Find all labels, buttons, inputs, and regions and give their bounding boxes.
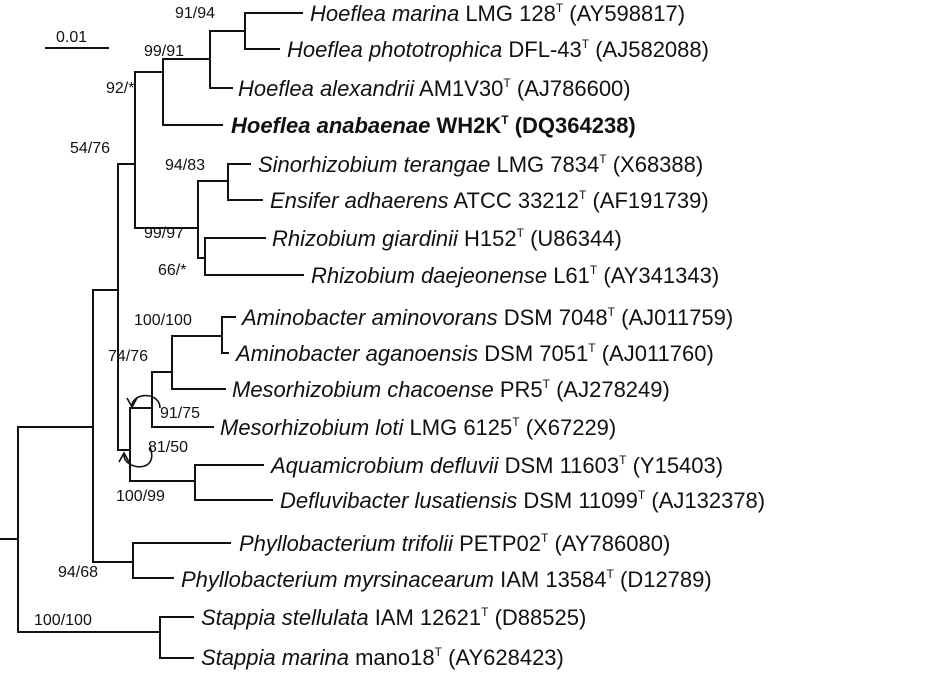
support-value: 100/100 xyxy=(134,312,192,329)
support-value: 99/91 xyxy=(144,43,184,60)
support-value: 74/76 xyxy=(108,348,148,365)
node-pointer-arrows xyxy=(118,394,161,468)
taxon-label: Mesorhizobium loti LMG 6125T (X67229) xyxy=(220,415,616,440)
taxon-label: Defluvibacter lusatiensis DSM 11099T (AJ… xyxy=(280,488,765,513)
taxon-label: Phyllobacterium trifolii PETP02T (AY7860… xyxy=(239,531,670,556)
support-value: 91/75 xyxy=(160,405,200,422)
taxon-label: Phyllobacterium myrsinacearum IAM 13584T… xyxy=(181,567,712,592)
taxon-label: Hoeflea phototrophica DFL-43T (AJ582088) xyxy=(287,37,709,62)
taxon-label: Stappia marina mano18T (AY628423) xyxy=(201,645,564,670)
support-value: 99/97 xyxy=(144,225,184,242)
support-values: 91/94 99/91 92/* 54/76 94/83 99/97 66/* … xyxy=(34,5,215,629)
taxon-label: Aminobacter aganoensis DSM 7051T (AJ0117… xyxy=(234,341,714,366)
taxon-label: Hoeflea marina LMG 128T (AY598817) xyxy=(310,1,685,26)
support-value: 66/* xyxy=(158,262,186,279)
support-value: 92/* xyxy=(106,80,134,97)
support-value: 94/83 xyxy=(165,157,205,174)
support-value: 100/100 xyxy=(34,612,92,629)
taxon-label: Aquamicrobium defluvii DSM 11603T (Y1540… xyxy=(269,453,723,478)
taxon-label: Ensifer adhaerens ATCC 33212T (AF191739) xyxy=(270,188,709,213)
taxon-label: Aminobacter aminovorans DSM 7048T (AJ011… xyxy=(240,305,733,330)
taxon-label: Rhizobium daejeonense L61T (AY341343) xyxy=(311,263,719,288)
taxon-label: Stappia stellulata IAM 12621T (D88525) xyxy=(201,605,586,630)
scale-bar-label: 0.01 xyxy=(56,29,87,46)
taxon-label: Mesorhizobium chacoense PR5T (AJ278249) xyxy=(232,377,670,402)
arrow-head-81-50 xyxy=(118,451,130,463)
taxon-label: Rhizobium giardinii H152T (U86344) xyxy=(272,226,622,251)
arrow-81-50 xyxy=(123,446,153,468)
support-value: 81/50 xyxy=(148,439,188,456)
tree-branches xyxy=(0,12,304,659)
taxon-label-highlighted: Hoeflea anabaenae WH2KT (DQ364238) xyxy=(231,113,636,138)
support-value: 100/99 xyxy=(116,488,165,505)
taxon-labels: Hoeflea marina LMG 128T (AY598817) Hoefl… xyxy=(181,1,765,670)
scale-bar: 0.01 xyxy=(45,29,109,49)
support-value: 91/94 xyxy=(175,5,215,22)
taxon-label: Sinorhizobium terangae LMG 7834T (X68388… xyxy=(258,152,703,177)
support-value: 54/76 xyxy=(70,140,110,157)
taxon-label: Hoeflea alexandrii AM1V30T (AJ786600) xyxy=(238,76,631,101)
arrow-head-91-75 xyxy=(126,397,138,409)
arrow-91-75 xyxy=(131,394,161,409)
support-value: 94/68 xyxy=(58,564,98,581)
